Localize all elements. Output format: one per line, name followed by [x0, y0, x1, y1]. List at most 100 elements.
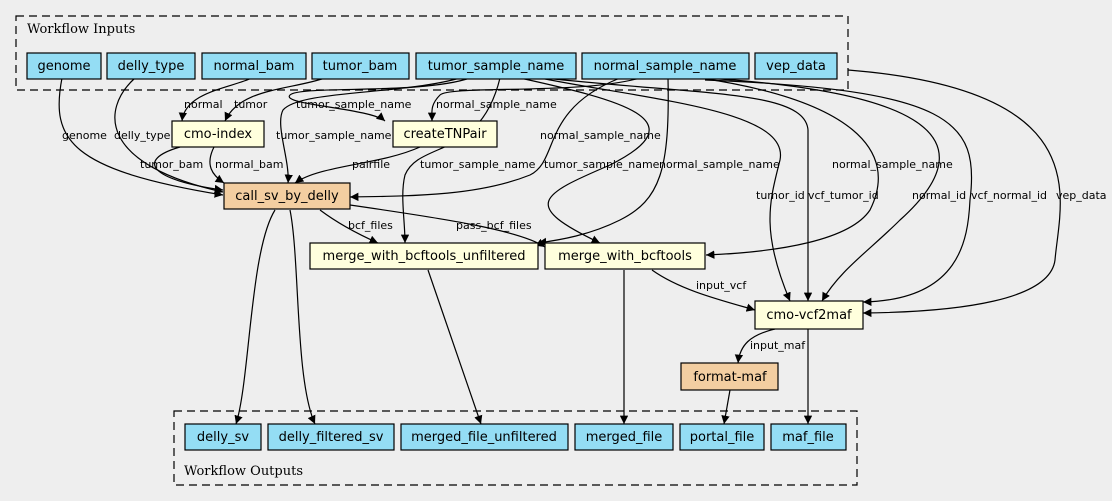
node-tumor-bam[interactable]: tumor_bam — [311, 52, 410, 80]
edge-label-tumor-id: tumor_id — [756, 189, 805, 202]
edge-cmo-index-delly-tumor-bam — [154, 146, 224, 194]
node-portal-file-label: portal_file — [690, 430, 755, 445]
edge-label-normal-id: normal_id — [912, 189, 966, 202]
edge-label-nsn-tn: normal_sample_name — [436, 98, 557, 111]
node-merged-file-unfiltered-box — [400, 423, 569, 451]
node-cmo-vcf2maf-label: cmo-vcf2maf — [766, 308, 852, 323]
node-format-maf-label: format-maf — [693, 370, 767, 385]
input-nodes: genome delly_type normal_bam tumor_bam t… — [26, 52, 838, 80]
node-merge-unfiltered[interactable]: merge_with_bcftools_unfiltered — [309, 242, 539, 270]
node-merged-file-unfiltered-label: merged_file_unfiltered — [411, 430, 557, 445]
edge-tsn-delly — [280, 77, 461, 184]
node-merge-with-bcftools-box — [544, 242, 706, 270]
edge-label-tsn-delly: tumor_sample_name — [276, 129, 392, 142]
edge-label-input-vcf: input_vcf — [696, 279, 747, 292]
edge-vep-data-vcf2maf — [847, 69, 1061, 318]
edge-label-tumor: tumor — [234, 98, 268, 111]
edge-label-pairfile: pairfile — [352, 158, 390, 171]
node-tumor-sample-name[interactable]: tumor_sample_name — [415, 52, 577, 80]
edge-format-maf-portal-file — [721, 389, 731, 425]
node-normal-bam[interactable]: normal_bam — [201, 52, 307, 80]
edge-delly-merge — [349, 204, 546, 248]
edge-nsn-vcf2maf-normal-id — [704, 77, 940, 302]
edge-label-delly-type: delly_type — [114, 129, 171, 142]
node-delly-type[interactable]: delly_type — [106, 52, 196, 80]
node-merge-unfiltered-label: merge_with_bcftools_unfiltered — [323, 249, 526, 264]
node-tumor-sample-name-box — [415, 52, 577, 80]
node-normal-bam-label: normal_bam — [214, 59, 295, 74]
node-format-maf-box — [680, 362, 779, 391]
node-normal-bam-box — [201, 52, 307, 80]
node-merge-unfiltered-box — [309, 242, 539, 270]
workflow-inputs-label: Workflow Inputs — [27, 22, 135, 37]
output-nodes: delly_sv delly_filtered_sv merged_file_u… — [184, 423, 847, 451]
node-tumor-bam-label: tumor_bam — [323, 59, 398, 74]
edge-label-nsn-delly: normal_sample_name — [540, 129, 661, 142]
node-merged-file[interactable]: merged_file — [574, 423, 674, 451]
workflow-outputs-cluster: Workflow Outputs — [173, 410, 858, 486]
node-createtnpair[interactable]: createTNPair — [392, 120, 498, 148]
edge-tumor-bam-cmo-index — [224, 77, 326, 122]
edge-label-bcf-files: bcf_files — [348, 219, 393, 232]
edge-tsn-vcf2maf-tumor-id — [539, 77, 791, 302]
node-normal-sample-name[interactable]: normal_sample_name — [581, 52, 750, 80]
edge-genome-delly — [58, 77, 224, 198]
edge-label-vcf-normal-id: vcf_normal_id — [971, 189, 1047, 202]
edge-nsn-merge — [699, 77, 879, 259]
edge-tsn-vcf2maf-vcf-tumor-id — [544, 77, 813, 301]
edge-label-normal-bam: normal_bam — [215, 158, 283, 171]
edge-label-vep-data: vep_data — [1056, 189, 1107, 202]
node-call-sv-by-delly[interactable]: call_sv_by_delly — [223, 182, 351, 210]
node-vep-data[interactable]: vep_data — [754, 52, 838, 80]
node-cmo-index[interactable]: cmo-index — [171, 120, 265, 148]
node-cmo-vcf2maf[interactable]: cmo-vcf2maf — [754, 300, 864, 330]
node-tumor-bam-box — [311, 52, 410, 80]
node-delly-sv-box — [184, 423, 262, 451]
node-maf-file[interactable]: maf_file — [770, 423, 847, 451]
node-maf-file-box — [770, 423, 847, 451]
edge-delly-type-delly — [114, 77, 224, 195]
edge-delly-delly-sv — [234, 209, 276, 425]
node-delly-sv[interactable]: delly_sv — [184, 423, 262, 451]
edge-vcf2maf-format-maf — [734, 328, 776, 364]
edge-cmo-index-delly-normal-bam — [209, 146, 225, 184]
node-genome[interactable]: genome — [26, 52, 102, 80]
edge-nsn-merge-unfiltered — [537, 77, 669, 247]
edge-createtnpair-delly — [294, 146, 421, 184]
edge-label-genome: genome — [62, 129, 107, 142]
node-createtnpair-box — [392, 120, 498, 148]
node-delly-filtered-sv-box — [267, 423, 395, 451]
node-delly-type-box — [106, 52, 196, 80]
node-vep-data-label: vep_data — [766, 59, 826, 74]
node-delly-sv-label: delly_sv — [197, 430, 249, 445]
node-genome-label: genome — [37, 59, 90, 74]
node-delly-filtered-sv-label: delly_filtered_sv — [279, 430, 384, 445]
node-genome-box — [26, 52, 102, 80]
edge-label-tsn-tn: tumor_sample_name — [296, 98, 412, 111]
edge-label-pass-bcf-files: pass_bcf_files — [456, 219, 532, 232]
node-merge-with-bcftools-label: merge_with_bcftools — [558, 249, 692, 264]
edge-tsn-merge — [519, 77, 650, 244]
node-maf-file-label: maf_file — [782, 430, 834, 445]
node-format-maf[interactable]: format-maf — [680, 362, 779, 391]
edge-nsn-createtnpair — [427, 77, 641, 122]
node-call-sv-by-delly-box — [223, 182, 351, 210]
node-cmo-vcf2maf-box — [754, 300, 864, 330]
node-portal-file[interactable]: portal_file — [679, 423, 765, 451]
node-merge-with-bcftools[interactable]: merge_with_bcftools — [544, 242, 706, 270]
node-merged-file-unfiltered[interactable]: merged_file_unfiltered — [400, 423, 569, 451]
edge-label-input-maf: input_maf — [750, 339, 806, 352]
edge-label-tsn-merge: tumor_sample_name — [544, 158, 660, 171]
edge-label-vcf-tumor-id: vcf_tumor_id — [808, 189, 879, 202]
edge-labels: normal tumor genome delly_type tumor_bam… — [62, 98, 1107, 352]
edge-merge-unfiltered-output — [427, 269, 483, 425]
edge-nsn-vcf2maf-vcf-normal-id — [704, 79, 973, 307]
edge-label-tsn-unf: tumor_sample_name — [420, 158, 536, 171]
edge-label-tumor-bam: tumor_bam — [140, 158, 203, 171]
node-merged-file-label: merged_file — [586, 430, 663, 445]
node-portal-file-box — [679, 423, 765, 451]
node-delly-filtered-sv[interactable]: delly_filtered_sv — [267, 423, 395, 451]
node-tumor-sample-name-label: tumor_sample_name — [428, 59, 564, 74]
edge-merge-vcf2maf — [651, 269, 756, 312]
